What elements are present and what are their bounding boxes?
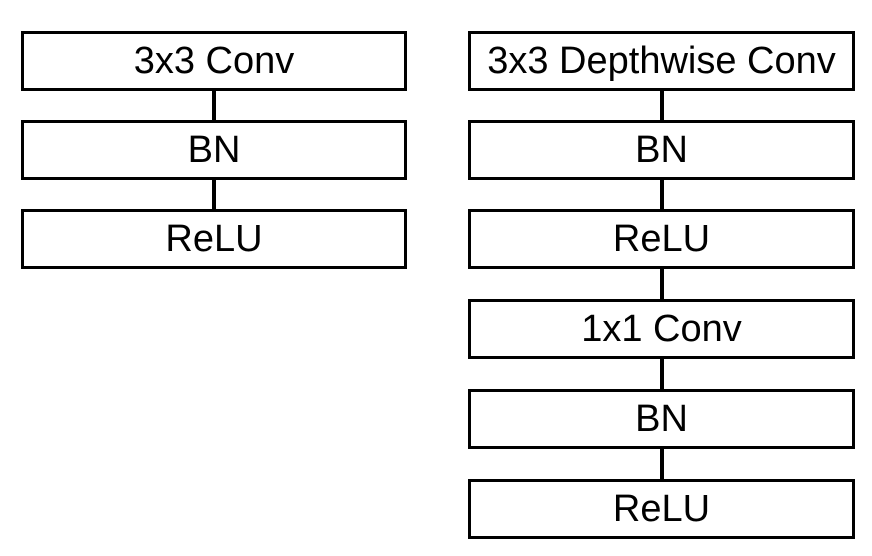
layer-box-bn: BN xyxy=(21,120,407,180)
layer-box-relu: ReLU xyxy=(21,209,407,269)
connector-line xyxy=(660,356,664,392)
layer-box-3x3-depthwise-conv: 3x3 Depthwise Conv xyxy=(468,31,855,91)
connector-line xyxy=(660,266,664,302)
layer-box-bn: BN xyxy=(468,389,855,449)
layer-box-3x3-conv: 3x3 Conv xyxy=(21,31,407,91)
connector-line xyxy=(660,88,664,123)
layer-box-bn: BN xyxy=(468,120,855,180)
connector-line xyxy=(212,88,216,123)
layer-box-1x1-conv: 1x1 Conv xyxy=(468,299,855,359)
layer-box-relu: ReLU xyxy=(468,209,855,269)
layer-box-relu: ReLU xyxy=(468,479,855,539)
connector-line xyxy=(660,446,664,482)
connector-line xyxy=(212,177,216,212)
connector-line xyxy=(660,177,664,212)
